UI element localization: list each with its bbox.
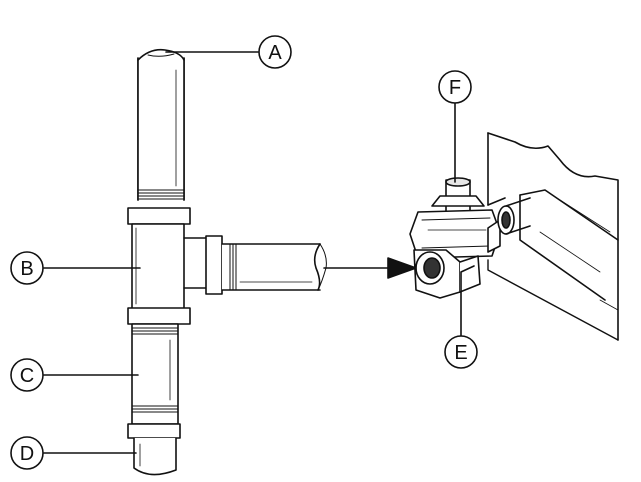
- callout-d-label: D: [20, 443, 34, 465]
- regulator-valve: [409, 177, 531, 299]
- appliance-wall: [487, 132, 619, 341]
- callout-b: B: [10, 251, 44, 285]
- callout-a-label: A: [268, 42, 282, 64]
- callout-a: A: [258, 35, 292, 69]
- callout-f: F: [438, 70, 472, 104]
- assembly-arrow: [323, 257, 417, 279]
- horizontal-pipe-nipple: [221, 243, 327, 291]
- vertical-pipe: [127, 48, 223, 476]
- callout-leaders: [43, 51, 475, 454]
- callout-c: C: [10, 358, 44, 392]
- callout-d: D: [10, 436, 44, 470]
- callout-b-label: B: [20, 258, 33, 280]
- callout-f-label: F: [449, 77, 461, 99]
- callout-e-label: E: [454, 342, 467, 364]
- callout-e: E: [444, 335, 478, 369]
- callout-c-label: C: [20, 365, 34, 387]
